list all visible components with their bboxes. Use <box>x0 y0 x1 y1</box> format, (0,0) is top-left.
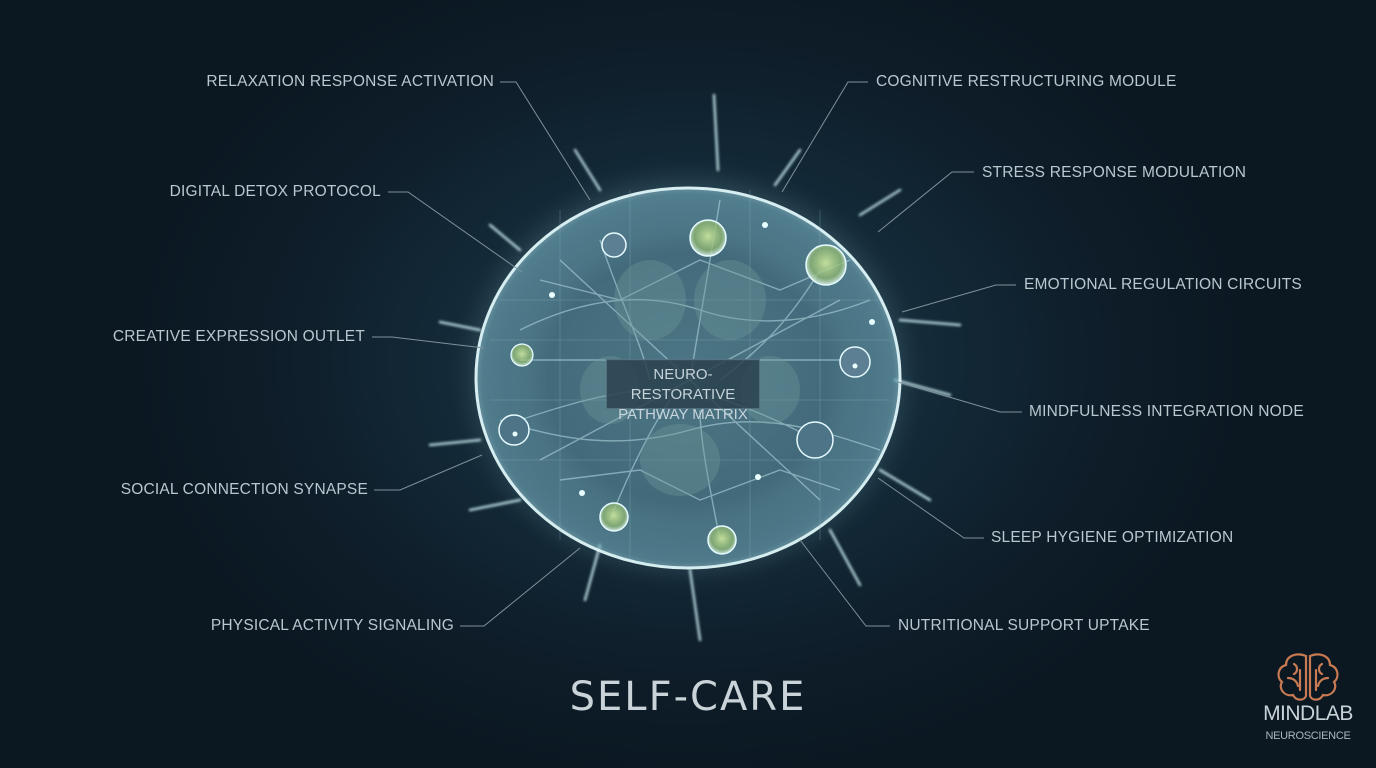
label-emotional-regulation-circuits: EMOTIONAL REGULATION CIRCUITS <box>1024 276 1302 293</box>
center-label-line1: NEURO-RESTORATIVE <box>630 366 736 403</box>
leader-relaxation <box>500 81 591 201</box>
main-title: SELF-CARE <box>569 674 807 720</box>
leader-digital-detox <box>388 191 523 273</box>
logo-name: MINDLAB <box>1263 702 1353 725</box>
leader-mindfulness <box>897 381 1022 413</box>
label-nutritional-support-uptake: NUTRITIONAL SUPPORT UPTAKE <box>898 617 1150 634</box>
label-digital-detox-protocol: DIGITAL DETOX PROTOCOL <box>169 183 381 200</box>
cell-spikes <box>428 93 962 642</box>
leader-physical <box>460 547 581 627</box>
label-creative-expression-outlet: CREATIVE EXPRESSION OUTLET <box>112 328 365 345</box>
label-social-connection-synapse: SOCIAL CONNECTION SYNAPSE <box>120 481 368 498</box>
label-cognitive-restructuring-module: COGNITIVE RESTRUCTURING MODULE <box>876 73 1177 90</box>
leader-lines <box>372 81 1022 627</box>
leader-social <box>374 454 483 491</box>
leader-sleep <box>877 477 984 539</box>
label-stress-response-modulation: STRESS RESPONSE MODULATION <box>982 164 1247 181</box>
leader-emotional <box>901 284 1016 313</box>
leader-cognitive <box>781 81 868 193</box>
leader-creative <box>372 336 485 349</box>
label-relaxation-response-activation: RELAXATION RESPONSE ACTIVATION <box>206 73 494 90</box>
label-physical-activity-signaling: PHYSICAL ACTIVITY SIGNALING <box>210 617 454 634</box>
label-mindfulness-integration-node: MINDFULNESS INTEGRATION NODE <box>1029 403 1304 420</box>
nuclei <box>498 219 871 555</box>
brain-icon <box>1277 653 1339 701</box>
logo-subtitle: NEUROSCIENCE <box>1265 730 1351 742</box>
center-label-line2: PATHWAY MATRIX <box>618 406 748 423</box>
leader-nutritional <box>799 539 890 627</box>
signal-dots <box>512 222 875 496</box>
label-sleep-hygiene-optimization: SLEEP HYGIENE OPTIMIZATION <box>991 529 1234 546</box>
leader-stress <box>877 171 974 233</box>
center-label-box: NEURO-RESTORATIVE PATHWAY MATRIX <box>606 359 760 423</box>
mindlab-logo: MINDLAB NEUROSCIENCE <box>1262 650 1354 746</box>
